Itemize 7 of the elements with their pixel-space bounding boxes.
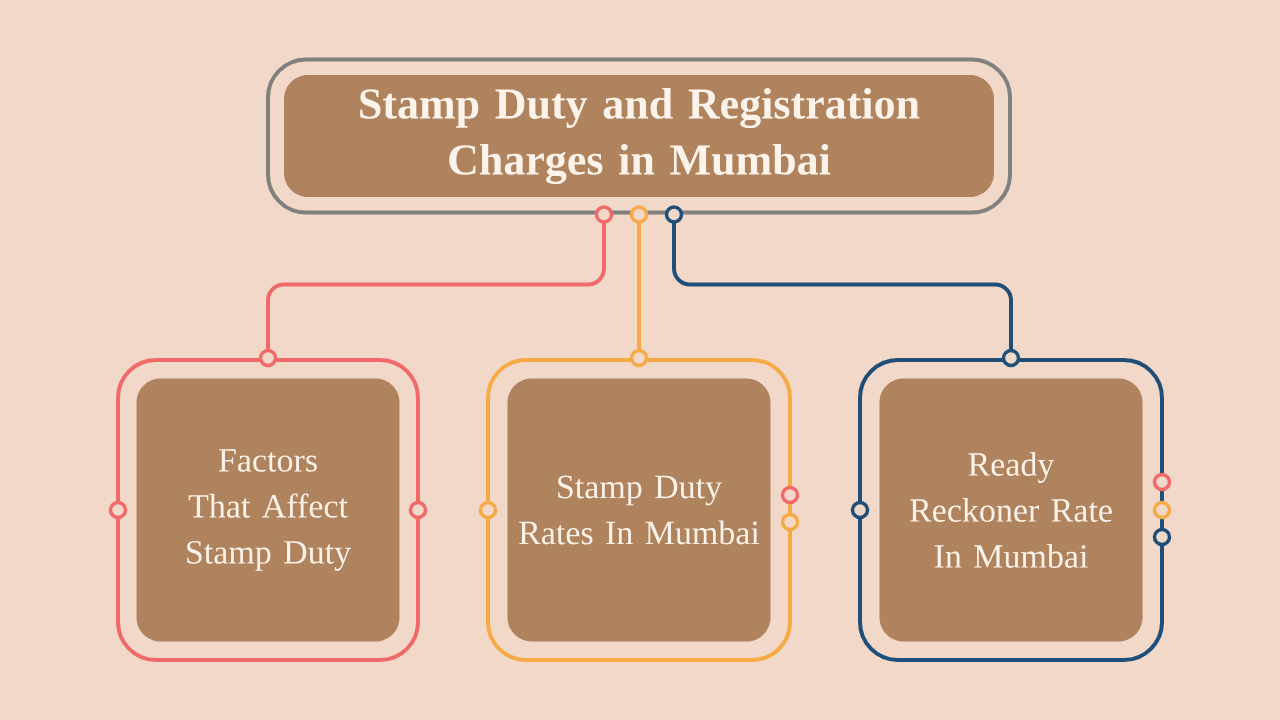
connector <box>664 205 1021 368</box>
card: Ready Reckoner Rate In Mumbai <box>858 358 1164 662</box>
connector <box>629 205 649 368</box>
card: Factors That Affect Stamp Duty <box>116 358 420 662</box>
card: Stamp Duty Rates In Mumbai <box>486 358 792 662</box>
connector <box>258 205 614 368</box>
card: Stamp Duty and Registration Charges in Mumbai <box>266 57 1012 215</box>
